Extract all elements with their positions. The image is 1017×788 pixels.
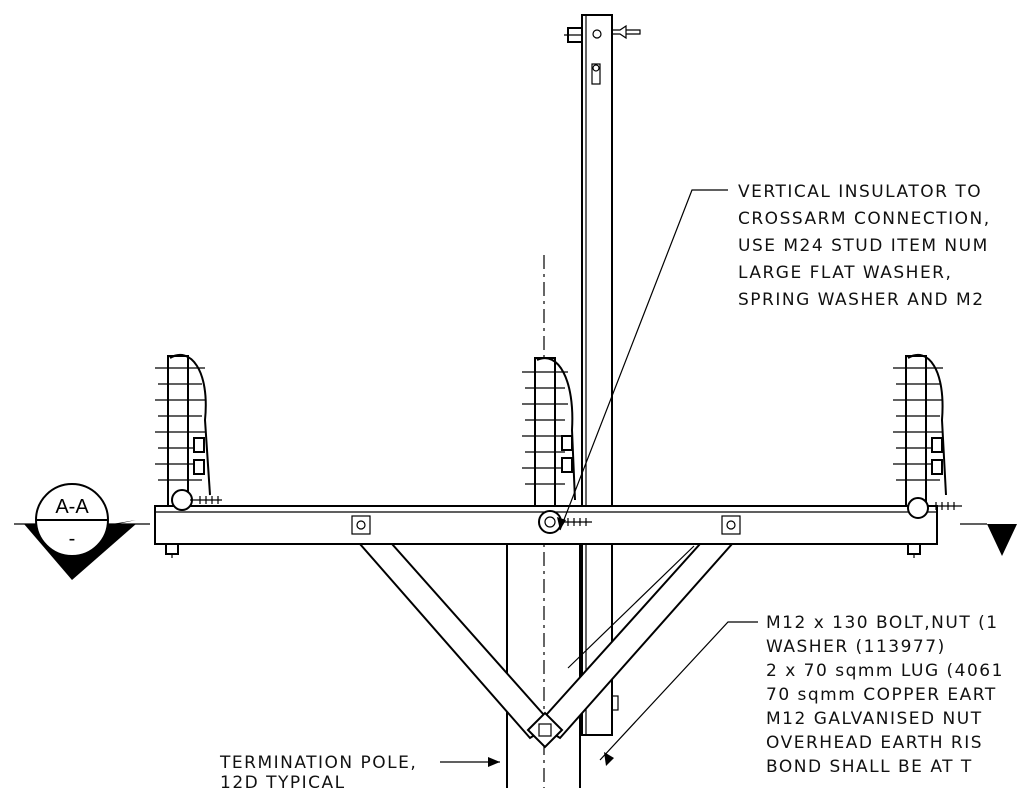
section-marker-left: A-A - bbox=[14, 483, 150, 580]
callout-top-line-5: SPRING WASHER AND M2 bbox=[738, 290, 985, 310]
callout-top: VERTICAL INSULATOR TO CROSSARM CONNECTIO… bbox=[738, 182, 991, 310]
insulator-right bbox=[893, 353, 962, 519]
callout-pole-line-2: 12D TYPICAL bbox=[220, 773, 346, 788]
callout-pole: TERMINATION POLE, 12D TYPICAL bbox=[219, 753, 417, 788]
section-marker-bottom: - bbox=[69, 528, 76, 550]
section-marker-right bbox=[960, 523, 1017, 556]
callout-top-line-3: USE M24 STUD ITEM NUM bbox=[738, 236, 989, 256]
callout-bottom-line-3: 2 x 70 sqmm LUG (4061 bbox=[766, 661, 1004, 681]
callout-pole-line-1: TERMINATION POLE, bbox=[219, 753, 417, 773]
callout-bottom-line-2: WASHER (113977) bbox=[766, 637, 946, 657]
section-marker-top: A-A bbox=[55, 496, 89, 518]
callout-bottom-right: M12 x 130 BOLT,NUT (1 WASHER (113977) 2 … bbox=[766, 613, 1004, 777]
termination-pole bbox=[506, 540, 581, 788]
callout-top-line-4: LARGE FLAT WASHER, bbox=[738, 263, 952, 283]
callout-bottom-line-1: M12 x 130 BOLT,NUT (1 bbox=[766, 613, 999, 633]
callout-bottom-line-7: BOND SHALL BE AT T bbox=[766, 757, 973, 777]
insulator-centre bbox=[522, 357, 592, 534]
callout-bottom-line-4: 70 sqmm COPPER EART bbox=[766, 685, 997, 705]
leader-lines bbox=[440, 189, 758, 767]
insulator-left bbox=[155, 353, 222, 511]
callout-top-line-1: VERTICAL INSULATOR TO bbox=[738, 182, 982, 202]
callout-bottom-line-5: M12 GALVANISED NUT bbox=[766, 709, 983, 729]
callout-top-line-2: CROSSARM CONNECTION, bbox=[738, 209, 991, 229]
callout-bottom-line-6: OVERHEAD EARTH RIS bbox=[766, 733, 983, 753]
crossarm-braces bbox=[357, 543, 735, 749]
